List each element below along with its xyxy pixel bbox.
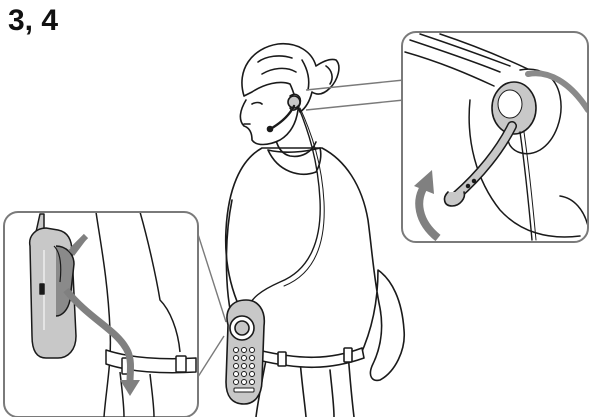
belt-clip-inset bbox=[4, 212, 226, 417]
handset-icon bbox=[226, 300, 264, 404]
